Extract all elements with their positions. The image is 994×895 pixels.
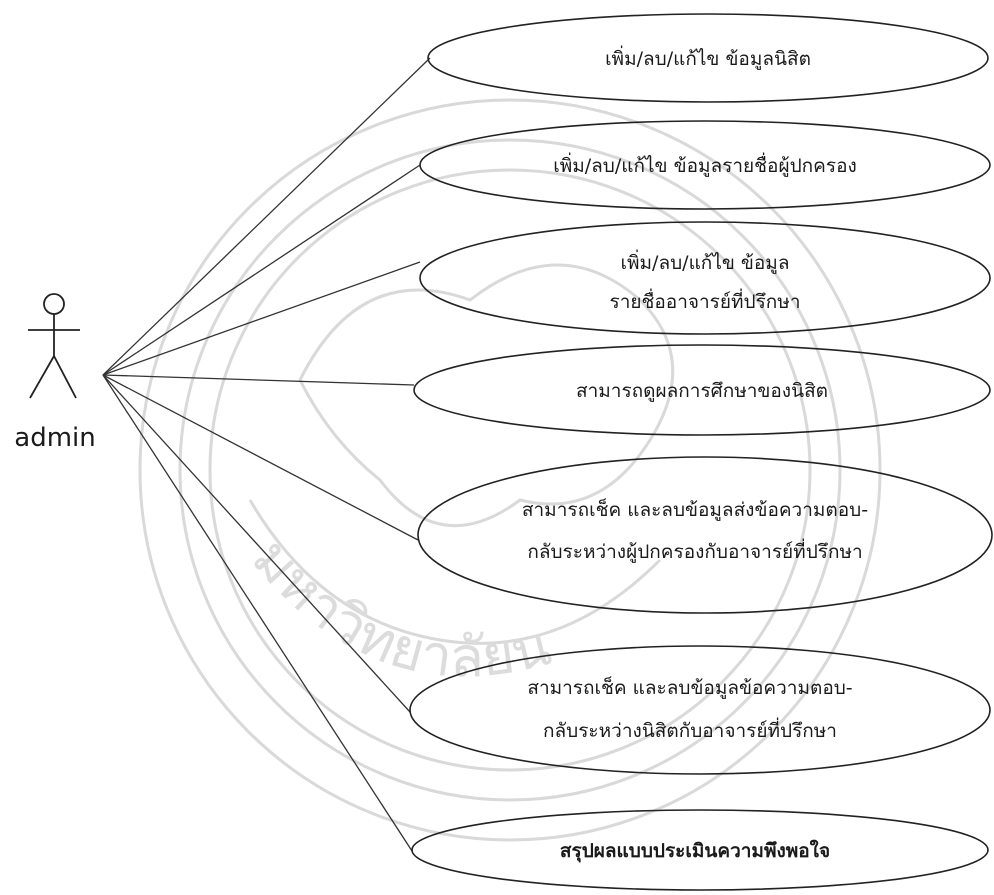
use-case-5: สามารถเช็ค และลบข้อมูลส่งข้อความตอบ- กลั… bbox=[417, 456, 993, 614]
use-case-ellipse bbox=[417, 456, 993, 614]
use-case-ellipse bbox=[411, 809, 989, 891]
use-case-label-line-1: สามารถเช็ค และลบข้อมูลส่งข้อความตอบ- bbox=[522, 497, 868, 521]
association-line bbox=[102, 374, 415, 386]
use-case-3: เพิ่ม/ลบ/แก้ไข ข้อมูล รายชื่ออาจารย์ที่ป… bbox=[419, 221, 991, 335]
association-line bbox=[102, 374, 419, 541]
use-case-ellipse bbox=[413, 344, 991, 436]
association-line bbox=[102, 57, 431, 376]
actor-label: admin bbox=[14, 423, 95, 453]
association-line bbox=[102, 374, 411, 713]
use-case-ellipse bbox=[427, 13, 989, 103]
use-case-label-line-1: สามารถเช็ค และลบข้อมูลข้อความตอบ- bbox=[527, 675, 852, 699]
actor-admin: admin bbox=[14, 293, 96, 453]
actor-right-leg bbox=[53, 355, 77, 399]
use-case-7: สรุปผลแบบประเมินความพึงพอใจ bbox=[411, 809, 989, 891]
svg-text:มหาวิทยาลัยนเรศวร: มหาวิทยาลัยนเรศวร bbox=[0, 0, 557, 690]
actor-left-leg bbox=[29, 355, 55, 399]
use-case-2: เพิ่ม/ลบ/แก้ไข ข้อมูลรายชื่อผู้ปกครอง bbox=[419, 120, 991, 210]
use-case-1: เพิ่ม/ลบ/แก้ไข ข้อมูลนิสิต bbox=[427, 13, 989, 103]
actor-head bbox=[43, 293, 65, 315]
use-case-6: สามารถเช็ค และลบข้อมูลข้อความตอบ- กลับระ… bbox=[409, 645, 991, 775]
association-line bbox=[102, 374, 413, 852]
use-case-label-line-2: กลับระหว่างนิสิตกับอาจารย์ที่ปรึกษา bbox=[543, 717, 837, 742]
use-case-label-line-1: เพิ่ม/ลบ/แก้ไข ข้อมูล bbox=[621, 249, 790, 274]
use-case-ellipse bbox=[419, 221, 991, 335]
association-line bbox=[102, 261, 421, 376]
use-case-label-line-2: กลับระหว่างผู้ปกครองกับอาจารย์ที่ปรึกษา bbox=[527, 538, 862, 563]
use-case-label: เพิ่ม/ลบ/แก้ไข ข้อมูลนิสิต bbox=[605, 45, 811, 70]
association-lines bbox=[102, 57, 431, 852]
association-line bbox=[102, 164, 421, 376]
use-case-ellipse bbox=[419, 120, 991, 210]
use-case-ellipse bbox=[409, 645, 991, 775]
use-case-label-line-2: รายชื่ออาจารย์ที่ปรึกษา bbox=[609, 288, 800, 313]
use-case-label: สรุปผลแบบประเมินความพึงพอใจ bbox=[560, 839, 830, 863]
use-case-4: สามารถดูผลการศึกษาของนิสิต bbox=[413, 344, 991, 436]
watermark-text: มหาวิทยาลัยนเรศวร bbox=[0, 0, 557, 690]
use-case-label: เพิ่ม/ลบ/แก้ไข ข้อมูลรายชื่อผู้ปกครอง bbox=[553, 152, 857, 177]
use-case-label: สามารถดูผลการศึกษาของนิสิต bbox=[576, 380, 828, 402]
